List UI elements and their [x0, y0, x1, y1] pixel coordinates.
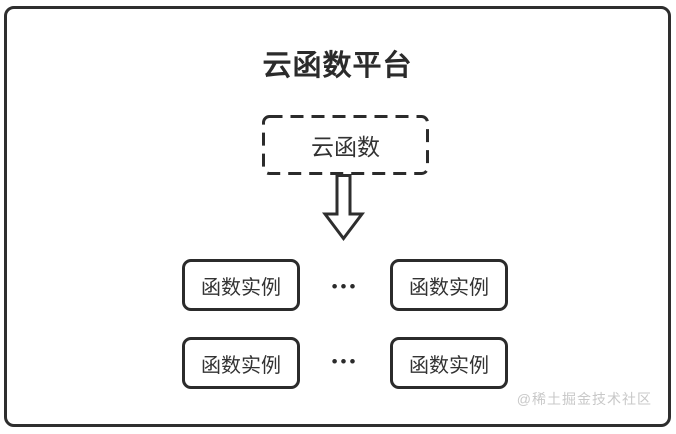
function-instance-label: 函数实例 — [201, 354, 281, 377]
diagram-frame: 云函数平台 云函数 函数实例 ••• 函数实例 函数实例 ••• 函数实例 @稀… — [4, 6, 671, 427]
dashed-border — [262, 115, 429, 175]
function-instance-label: 函数实例 — [409, 354, 489, 377]
function-instance-label: 函数实例 — [201, 276, 281, 299]
cloud-function-label: 云函数 — [311, 134, 380, 160]
watermark: @稀土掘金技术社区 — [516, 391, 652, 407]
cloud-function-box: 云函数 — [262, 115, 429, 175]
function-instance-box: 函数实例 — [182, 259, 300, 311]
ellipsis-dots: ••• — [331, 277, 359, 296]
function-instance-label: 函数实例 — [409, 276, 489, 299]
function-instance-box: 函数实例 — [390, 259, 508, 311]
down-block-arrow-icon — [321, 174, 366, 241]
function-instance-box: 函数实例 — [182, 337, 300, 389]
diagram-title: 云函数平台 — [262, 50, 413, 82]
ellipsis-dots: ••• — [331, 352, 359, 371]
function-instance-box: 函数实例 — [390, 337, 508, 389]
